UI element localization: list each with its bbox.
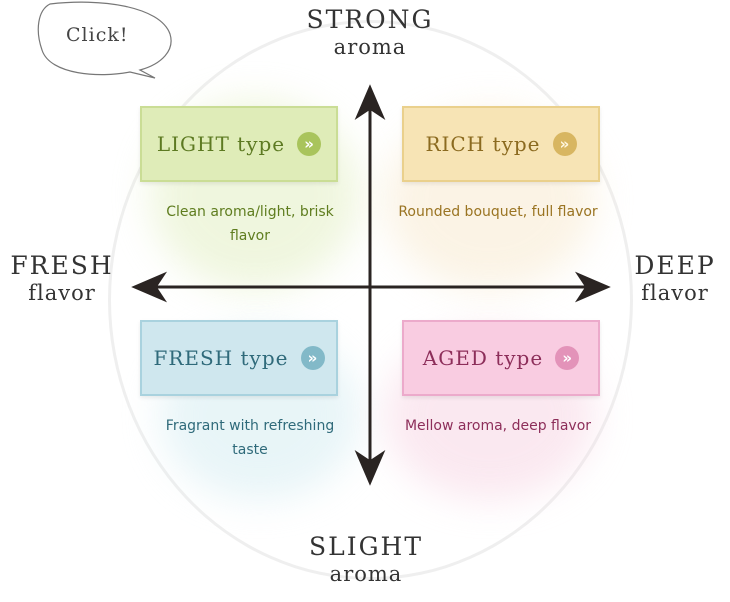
vertical-axis <box>354 84 386 486</box>
fresh-type-description: Fragrant with refreshing taste <box>165 418 335 458</box>
rich-type-description: Rounded bouquet, full flavor <box>398 204 598 220</box>
speech-bubble[interactable] <box>30 0 190 85</box>
outer-circle <box>108 20 633 580</box>
up-arrow-icon <box>354 84 386 121</box>
aged-type-description: Mellow aroma, deep flavor <box>404 418 592 434</box>
rich-type-label: RICH type <box>425 132 541 156</box>
down-arrow-icon <box>354 449 386 486</box>
right-arrow-icon <box>574 271 611 303</box>
light-type-description: Clean aroma/light, brisk flavor <box>166 204 334 244</box>
double-chevron-right-icon: » <box>552 132 577 156</box>
double-chevron-right-icon: » <box>555 346 580 370</box>
double-chevron-right-icon: » <box>297 132 322 156</box>
light-type-label: LIGHT type <box>156 132 286 156</box>
aged-type-label: AGED type <box>422 346 544 370</box>
axis-label-right: DEEP flavor <box>634 251 716 305</box>
rich-type-button[interactable]: RICH type » <box>402 106 600 182</box>
horizontal-axis <box>131 271 611 303</box>
axis-label-bottom: SLIGHT aroma <box>308 532 424 586</box>
light-type-button[interactable]: LIGHT type » <box>140 106 338 182</box>
axis-label-top: STRONG aroma <box>306 5 434 59</box>
axis-label-left: FRESH flavor <box>10 251 114 305</box>
fresh-type-label: FRESH type <box>153 346 289 370</box>
aged-type-button[interactable]: AGED type » <box>402 320 600 396</box>
double-chevron-right-icon: » <box>300 346 325 370</box>
fresh-type-button[interactable]: FRESH type » <box>140 320 338 396</box>
bubble-text: Click! <box>66 24 129 46</box>
left-arrow-icon <box>131 271 168 303</box>
